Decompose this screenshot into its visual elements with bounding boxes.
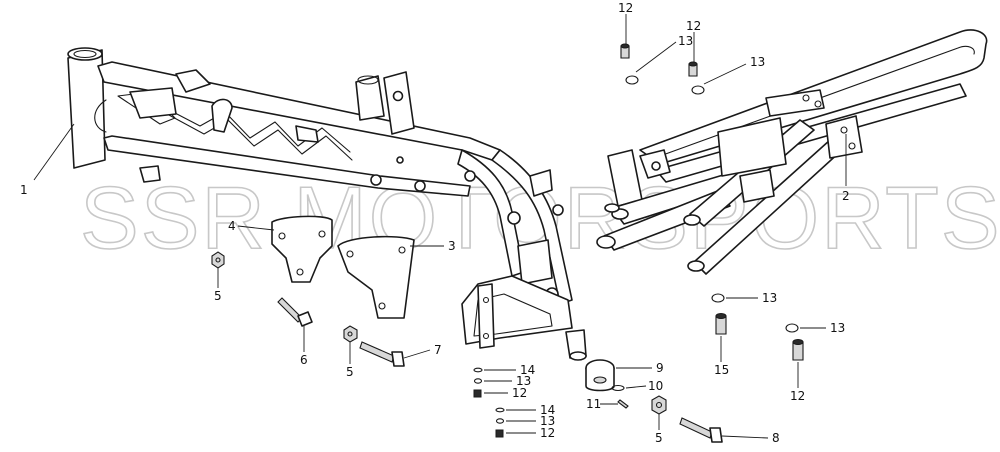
callout-8: 8 [772, 431, 780, 445]
washer-13-right-a [711, 293, 725, 303]
callout-numbers: 1 2 3 4 5 6 5 7 8 9 10 11 5 14 13 12 14 … [20, 1, 850, 445]
callout-1: 1 [20, 183, 28, 197]
nut-5-a [211, 251, 225, 269]
bolt-6 [277, 297, 313, 327]
callout-12-a: 12 [512, 386, 527, 400]
bolt-8 [679, 417, 723, 443]
callout-13-c: 13 [678, 34, 693, 48]
callout-13-d: 13 [750, 55, 765, 69]
callout-13-e: 13 [762, 291, 777, 305]
bolt-15 [715, 313, 727, 335]
callout-12-d: 12 [686, 19, 701, 33]
callout-12-b: 12 [540, 426, 555, 440]
callout-4: 4 [228, 219, 236, 233]
fastener-stack-b [495, 407, 505, 438]
callout-13-f: 13 [830, 321, 845, 335]
callout-12-e: 12 [790, 389, 805, 403]
callout-12-c: 12 [618, 1, 633, 15]
washer-13-right-b [785, 323, 799, 333]
callout-9: 9 [656, 361, 664, 375]
callout-7: 7 [434, 343, 442, 357]
nut-5-c [651, 395, 667, 415]
callout-3: 3 [448, 239, 456, 253]
callout-13-a: 13 [516, 374, 531, 388]
callout-14-a: 14 [520, 363, 535, 377]
nut-5-b [343, 325, 358, 343]
part-bracket-3 [337, 235, 415, 319]
callout-5-a: 5 [214, 289, 222, 303]
fastener-stack-a [473, 367, 483, 398]
callout-6: 6 [300, 353, 308, 367]
fasteners [211, 43, 804, 443]
callout-2: 2 [842, 189, 850, 203]
bolt-12-right [792, 339, 804, 361]
washer-13-top-b [691, 85, 705, 95]
callout-5-b: 5 [346, 365, 354, 379]
callout-11: 11 [586, 397, 601, 411]
washer-13-top-a [625, 75, 639, 85]
bolt-11 [617, 399, 629, 409]
leader-lines [33, 14, 847, 439]
bolt-12-top-a [620, 43, 630, 59]
washer-10 [611, 384, 625, 392]
callout-10: 10 [648, 379, 663, 393]
callout-15: 15 [714, 363, 729, 377]
part-main-frame [67, 47, 587, 361]
bolt-7 [359, 341, 405, 367]
bolt-12-top-b [688, 61, 698, 77]
callout-14-b: 14 [540, 403, 555, 417]
callout-13-b: 13 [540, 414, 555, 428]
part-bracket-4 [271, 215, 333, 283]
chain-roller-9 [585, 359, 615, 392]
callout-5-c: 5 [655, 431, 663, 445]
part-rear-subframe [596, 29, 988, 275]
